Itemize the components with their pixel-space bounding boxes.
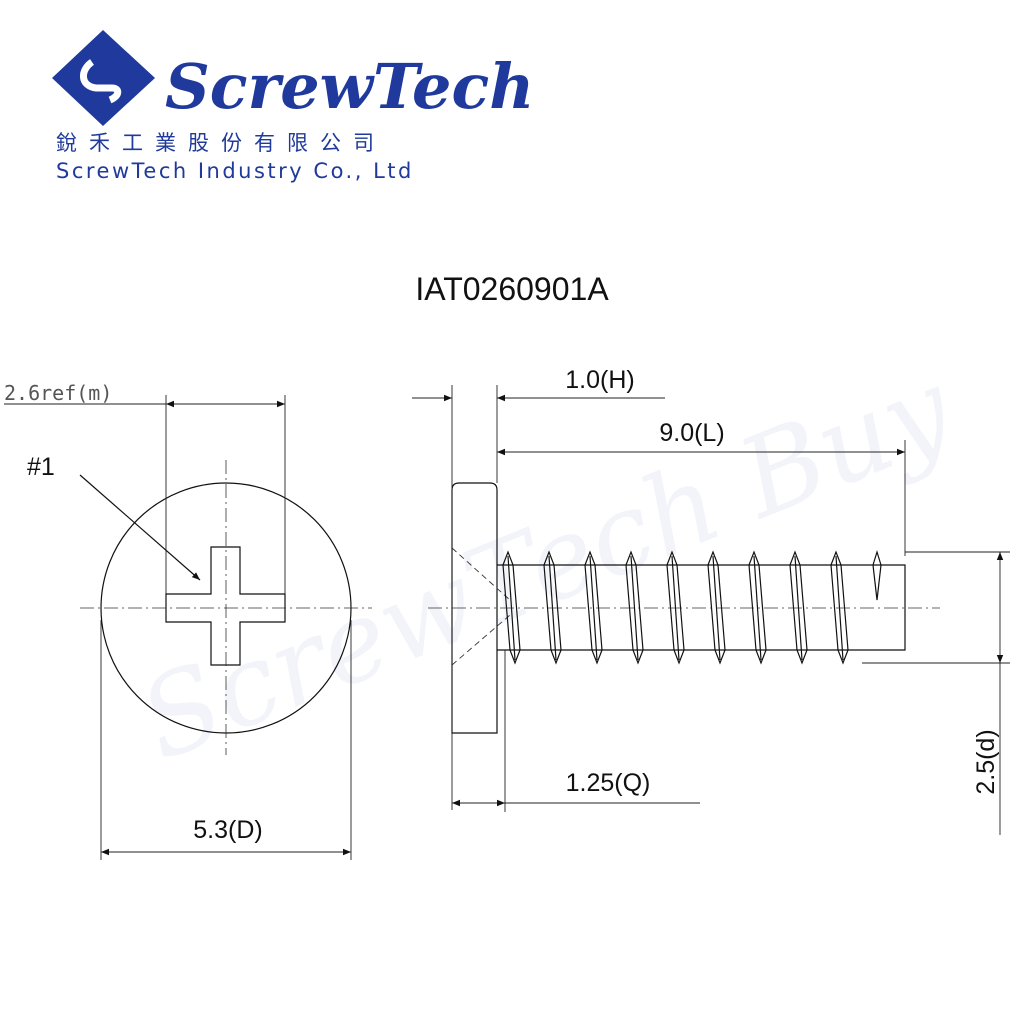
thread-crest <box>748 550 767 665</box>
countersink-label: 1.25(Q) <box>566 769 651 797</box>
logo-brand: ScrewTech <box>165 50 534 123</box>
drive-size-label: #1 <box>27 453 55 481</box>
head-top-view: 2.6ref(m) #1 5.3(D) <box>4 381 372 860</box>
company-logo: ScrewTech 銳禾工業股份有限公司 ScrewTech Industry … <box>52 30 534 183</box>
part-number: IAT0260901A <box>415 271 609 307</box>
head-diameter-label: 5.3(D) <box>193 816 262 844</box>
thread-crest <box>625 550 644 665</box>
screw-shank <box>497 564 906 651</box>
logo-english-name: ScrewTech Industry Co., Ltd <box>56 159 414 183</box>
thread-group <box>502 549 882 665</box>
thread-diameter-label: 2.5(d) <box>972 729 1000 794</box>
logo-chinese-name: 銳禾工業股份有限公司 <box>56 131 386 155</box>
screw-side-view: 1.0(H) 9.0(L) 2.5(d) 1.25(Q) <box>412 366 1010 835</box>
length-label: 9.0(L) <box>659 419 724 447</box>
thread-crest <box>789 550 808 665</box>
thread-crest <box>584 550 603 665</box>
thread-crest <box>830 550 849 665</box>
logo-diamond-icon <box>52 30 155 126</box>
thread-crest <box>707 550 726 665</box>
recess-dimension-label: 2.6ref(m) <box>4 381 112 405</box>
thread-crest <box>872 549 882 601</box>
drive-pointer-arrow <box>79 474 201 581</box>
head-height-label: 1.0(H) <box>565 366 634 394</box>
